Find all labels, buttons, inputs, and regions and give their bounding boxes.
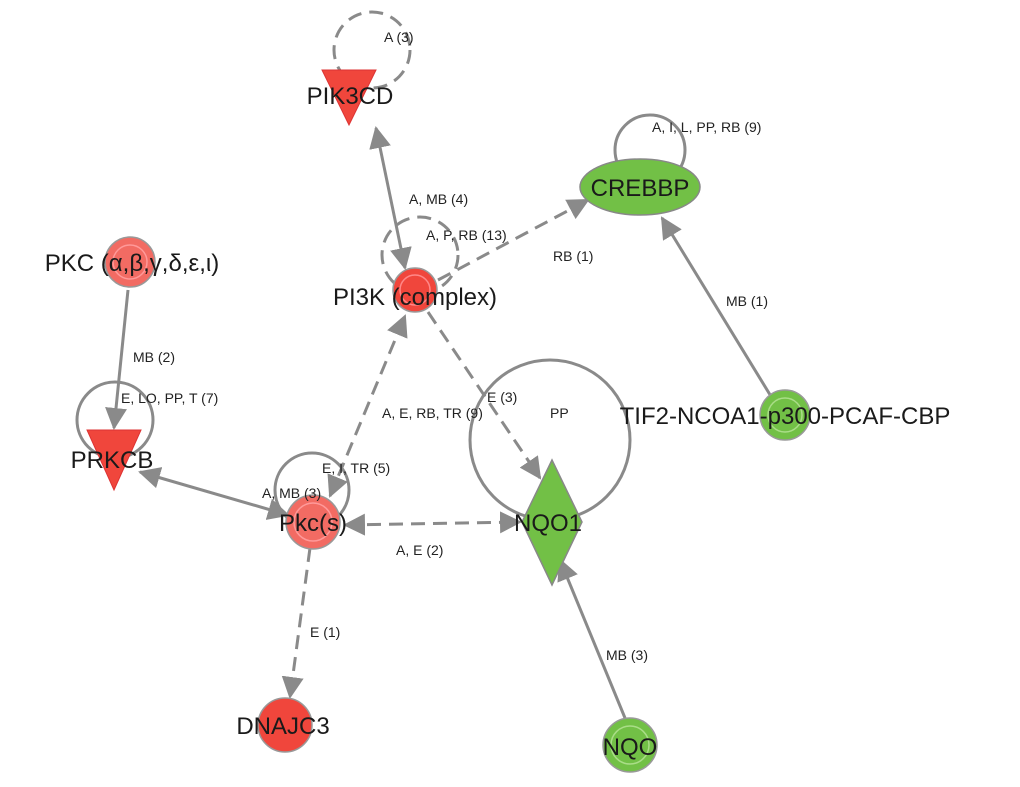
- complex-inner-ring: [767, 397, 803, 433]
- group-inner-ring: [610, 725, 650, 765]
- edge-pi3k-crebbp[interactable]: [437, 198, 590, 282]
- node-pkc[interactable]: PKC (α,β,γ,δ,ε,ι): [45, 236, 219, 288]
- edge-label: E (1): [310, 624, 340, 640]
- node-label: PIK3CD: [307, 83, 394, 110]
- edge-label: A, E, RB, TR (9): [382, 405, 483, 421]
- edge-label: PP: [550, 405, 569, 421]
- node-label: TIF2-NCOA1-p300-PCAF-CBP: [620, 403, 951, 430]
- node-label: CREBBP: [591, 175, 690, 202]
- edge-label: A, I, L, PP, RB (9): [652, 119, 761, 135]
- edge-label: MB (1): [726, 293, 768, 309]
- node-label: NQO: [603, 734, 658, 761]
- node-label: PI3K (complex): [333, 284, 497, 311]
- edge-pik3cd-self[interactable]: [332, 10, 412, 90]
- node-label: NQO1: [514, 510, 582, 537]
- edge-label: A (3): [384, 29, 414, 45]
- edge-pi3k-nqo1[interactable]: [426, 311, 542, 480]
- diamond-shape: [521, 458, 583, 587]
- node-label: DNAJC3: [236, 713, 329, 740]
- ellipse-shape: [579, 158, 701, 216]
- edge-label: A, P, RB (13): [426, 227, 507, 243]
- node-tif2[interactable]: TIF2-NCOA1-p300-PCAF-CBP: [620, 389, 951, 441]
- down-triangle-shape: [86, 429, 142, 492]
- edge-label: RB (1): [553, 248, 593, 264]
- down-triangle-shape: [321, 69, 377, 127]
- edge-prkcb-pkcs[interactable]: [138, 467, 290, 520]
- edge-label: MB (3): [606, 647, 648, 663]
- edge-label: A, E (2): [396, 542, 443, 558]
- edge-label: E, LO, PP, T (7): [121, 390, 218, 406]
- node-label: PRKCB: [71, 447, 154, 474]
- node-dnajc3[interactable]: DNAJC3: [236, 697, 330, 753]
- edge-pkcs-nqo1[interactable]: [343, 511, 522, 536]
- edge-label: A, MB (4): [409, 191, 468, 207]
- edge-pik3cd-pi3k[interactable]: [369, 126, 412, 270]
- node-pkcs[interactable]: Pkc(s): [279, 494, 347, 550]
- node-pik3cd[interactable]: PIK3CD: [307, 69, 394, 127]
- node-prkcb[interactable]: PRKCB: [71, 429, 154, 492]
- circle-shape: [257, 697, 313, 753]
- node-label: PKC (α,β,γ,δ,ε,ι): [45, 250, 219, 277]
- edge-pkcs-dnajc3[interactable]: [281, 547, 312, 699]
- edge-label: MB (2): [133, 349, 175, 365]
- edge-pkcs-pi3k[interactable]: [327, 314, 408, 498]
- edge-label: A, MB (3): [262, 485, 321, 501]
- edge-nqo-nqo1[interactable]: [557, 558, 627, 719]
- group-inner-ring: [293, 502, 333, 542]
- complex-inner-ring: [399, 274, 431, 306]
- node-nqo[interactable]: NQO: [602, 717, 658, 773]
- edge-label: E (3): [487, 389, 517, 405]
- group-inner-ring: [112, 244, 148, 280]
- node-nqo1[interactable]: NQO1: [514, 458, 583, 587]
- edge-pkc-prkcb[interactable]: [105, 289, 130, 430]
- node-crebbp[interactable]: CREBBP: [579, 158, 701, 216]
- edge-tif2-crebbp[interactable]: [660, 216, 774, 399]
- edge-label: E, I, TR (5): [322, 460, 390, 476]
- node-pi3k[interactable]: PI3K (complex): [333, 267, 497, 313]
- node-label: Pkc(s): [279, 510, 347, 537]
